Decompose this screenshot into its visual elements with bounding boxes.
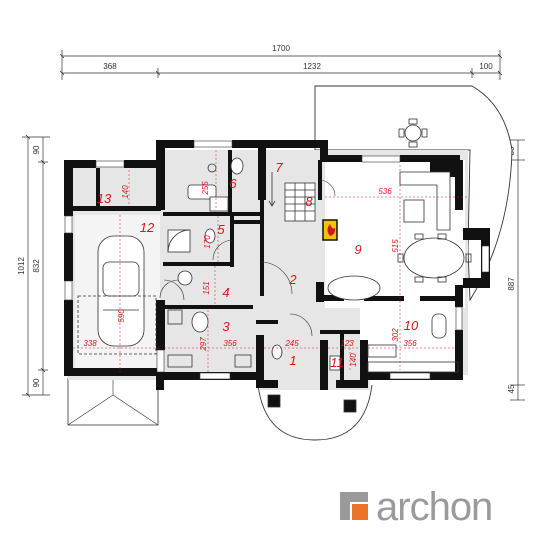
- room-9-label: 9: [354, 242, 361, 257]
- rdim-302: 302: [391, 328, 400, 342]
- logo-mark-orange: [352, 504, 368, 520]
- room-dim-lines: [73, 150, 468, 372]
- room-3-label: 3: [222, 319, 230, 334]
- dim-left-top: 90: [32, 145, 41, 154]
- rdim-356b: 356: [403, 339, 417, 348]
- room-6-label: 6: [229, 176, 237, 191]
- dim-left-bottom: 90: [32, 378, 41, 387]
- room-7-label: 7: [275, 160, 283, 175]
- rdim-255: 255: [201, 181, 210, 196]
- room-5-label: 5: [217, 222, 225, 237]
- archon-logo: archon: [340, 485, 493, 529]
- windows: [64, 140, 490, 380]
- rdim-170: 170: [203, 235, 212, 249]
- rdim-140b: 140: [349, 353, 358, 367]
- dim-top-total: 1700: [272, 44, 290, 53]
- room-11-label: 11: [330, 355, 344, 370]
- dim-right-bottom: 45: [507, 384, 516, 393]
- dim-left-inner: 832: [32, 259, 41, 273]
- rdim-536: 536: [378, 187, 392, 196]
- room-2-label: 2: [288, 272, 297, 287]
- dim-top-middle: 1232: [303, 62, 321, 71]
- logo-text: archon: [376, 485, 492, 529]
- dim-left-total: 1012: [17, 257, 26, 275]
- rdim-151: 151: [202, 281, 211, 294]
- porch-entry: [257, 384, 373, 441]
- kitchen-floor: [360, 300, 460, 375]
- room-numbers: 1 2 3 4 5 6 7 8 9 10 11 12 13: [97, 160, 419, 370]
- room-1-label: 1: [289, 353, 296, 368]
- dim-top-right: 100: [479, 62, 493, 71]
- room-13-label: 13: [97, 191, 112, 206]
- fireplace-flame-icon: [327, 224, 336, 236]
- room-12-label: 12: [140, 220, 155, 235]
- terrace-table: [398, 118, 428, 148]
- room-dimension-values: 140 255 536 170 515 151 590 338 297 356 …: [83, 181, 417, 367]
- dim-right-total: 887: [507, 277, 516, 291]
- room-4-label: 4: [222, 285, 229, 300]
- room-10-label: 10: [404, 318, 419, 333]
- rdim-356a: 356: [223, 339, 237, 348]
- rdim-338: 338: [83, 339, 97, 348]
- dim-top-left: 368: [103, 62, 117, 71]
- porch-left: [67, 378, 159, 426]
- rdim-123: 123: [340, 339, 354, 348]
- room-8-label: 8: [305, 194, 313, 209]
- furniture: [77, 157, 472, 413]
- rdim-140a: 140: [121, 185, 130, 199]
- terrace-outline: [314, 85, 513, 302]
- dimension-lines: [22, 50, 525, 401]
- rdim-515: 515: [391, 239, 400, 253]
- rdim-245: 245: [284, 339, 299, 348]
- porch-left-roof: [67, 378, 159, 426]
- rdim-297: 297: [199, 337, 208, 352]
- rdim-590: 590: [117, 309, 126, 323]
